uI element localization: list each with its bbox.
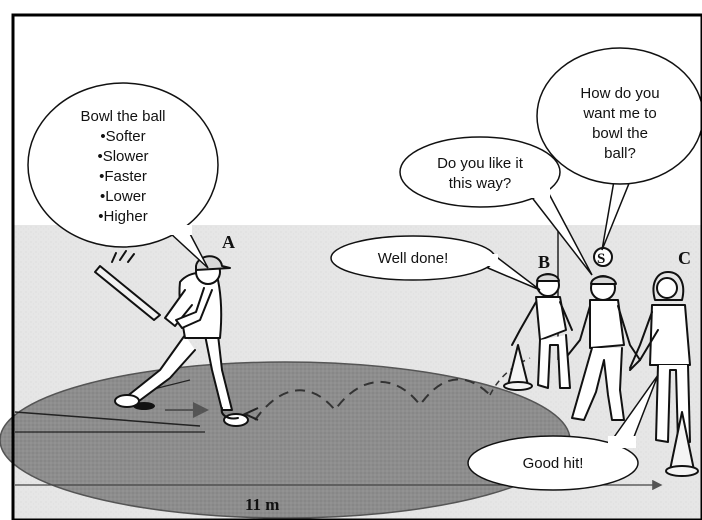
player-b-bubble-line: this way? [449,175,512,192]
player-c-head [657,278,677,298]
batter-shoe [115,395,139,407]
player-b-bubble-line: Do you like it [437,155,524,172]
good-hit-text: Good hit! [523,455,584,472]
batter-bubble-option: •Higher [98,208,147,225]
pitch-oval [0,362,570,518]
label-player-s: S [597,251,605,267]
batter-bubble-option: •Softer [100,128,145,145]
label-player-b: B [538,252,550,272]
player-s-bubble-line: want me to [582,105,656,122]
player-s-bubble-line: ball? [604,145,636,162]
well-done-text: Well done! [378,250,449,267]
player-s-bubble-line: bowl the [592,125,648,142]
batter-shoe [224,414,248,426]
label-batter: A [222,232,235,252]
label-player-c: C [678,248,691,268]
player-s-bubble-line: How do you [580,85,659,102]
batter-bubble-option: •Faster [99,168,147,185]
distance-label: 11 m [245,495,279,514]
batter-bubble-option: •Slower [97,148,148,165]
batter-bubble-option: •Lower [100,188,146,205]
batter-bubble-title: Bowl the ball [80,108,165,125]
